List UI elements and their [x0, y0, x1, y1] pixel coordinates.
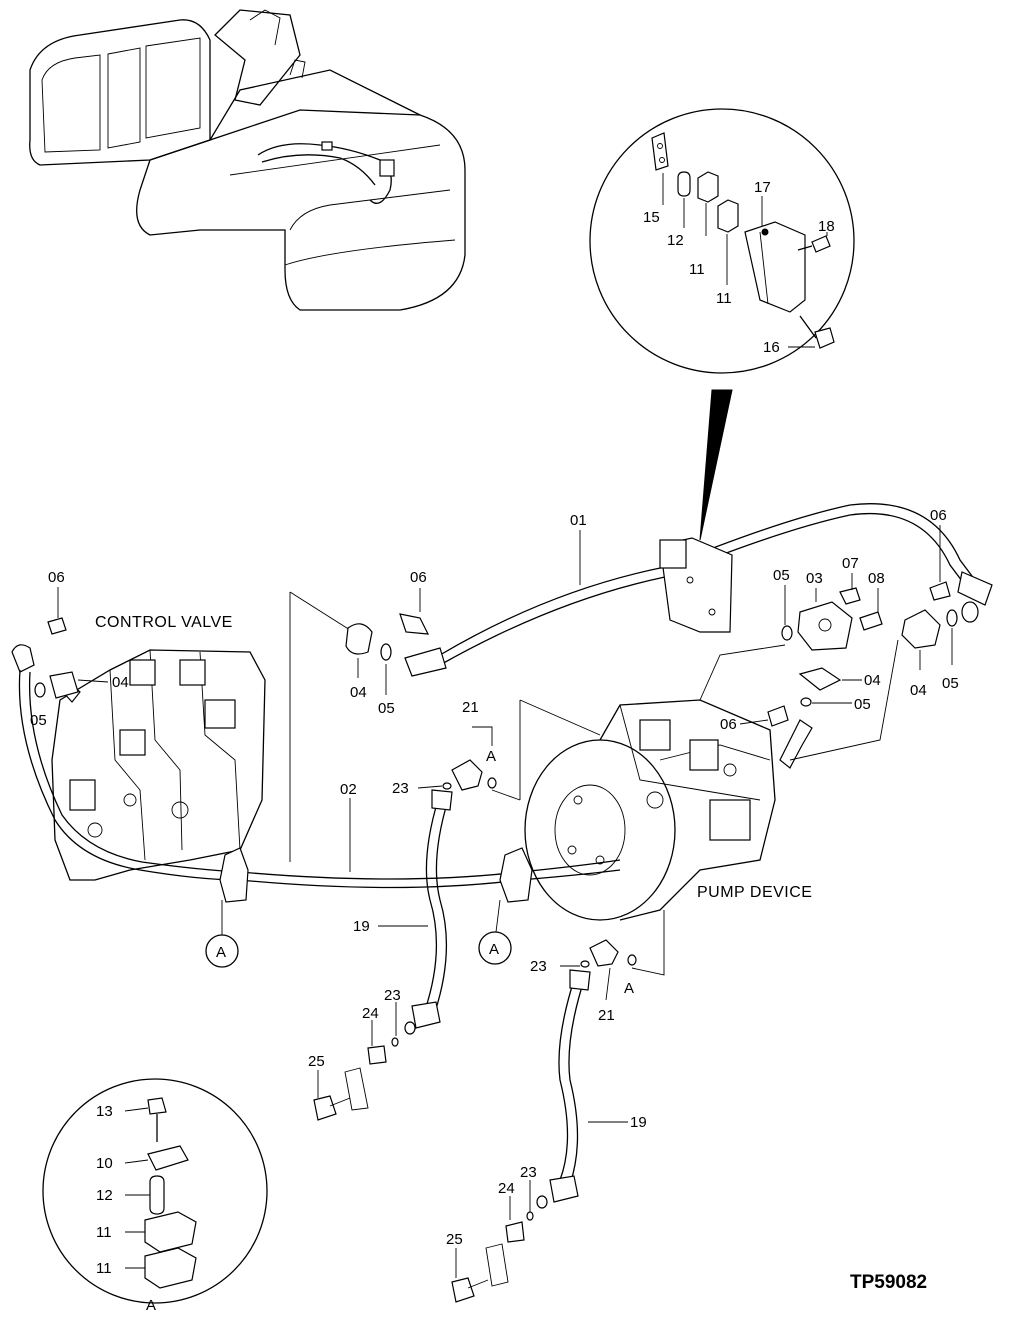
- control-valve-caption: CONTROL VALVE: [95, 614, 233, 631]
- clamp-detail-circle: 13 10 12 11 11 A: [42, 1078, 268, 1314]
- callout-04-right: 04: [910, 682, 927, 699]
- callout-19-right: 19: [630, 1114, 647, 1131]
- callout-12: 12: [667, 232, 684, 249]
- callout-25-left: 25: [308, 1053, 325, 1070]
- callout-05-pump: 05: [854, 696, 871, 713]
- bracket-detail-circle: 15 12 11 11 17 18 16: [589, 108, 855, 541]
- callout-12-detail: 12: [96, 1187, 113, 1204]
- callout-18: 18: [818, 218, 835, 235]
- callout-17: 17: [754, 179, 771, 196]
- drawing-id: TP59082: [850, 1272, 927, 1293]
- section-a-ref-left: A: [216, 944, 226, 961]
- hose-19-right: 19 23 24 25: [446, 969, 647, 1303]
- hose-01: 01: [404, 503, 993, 677]
- callout-08: 08: [868, 570, 885, 587]
- spacer-12-part: [677, 171, 691, 197]
- callout-24-left: 24: [362, 1005, 379, 1022]
- callout-23-left: 23: [384, 987, 401, 1004]
- callout-03: 03: [806, 570, 823, 587]
- bracket-17-part: [744, 221, 806, 313]
- callout-05-mid: 05: [378, 700, 395, 717]
- callout-23-lower: 23: [530, 958, 547, 975]
- callout-02: 02: [340, 781, 357, 798]
- clamp-11-upper-part: [697, 171, 719, 203]
- callout-21-lower: 21: [598, 1007, 615, 1024]
- callout-06-valve: 06: [48, 569, 65, 586]
- callout-11-detail-lower: 11: [96, 1260, 112, 1277]
- clamp-11-lower-part: [717, 199, 739, 233]
- callout-01: 01: [570, 512, 587, 529]
- control-valve: 06 04 05 CONTROL VALVE: [11, 569, 266, 881]
- pump-device: PUMP DEVICE: [524, 699, 812, 921]
- callout-13: 13: [96, 1103, 113, 1120]
- detail-a-label: A: [146, 1297, 156, 1314]
- pump-side-fittings: 03 07 08 05 06 04 05 04 05 06: [699, 507, 979, 769]
- section-a-ref-right: A: [489, 941, 499, 958]
- callout-a-upper: A: [486, 748, 496, 765]
- callout-23-upper: 23: [392, 780, 409, 797]
- callout-19-left: 19: [353, 918, 370, 935]
- callout-06-pump: 06: [720, 716, 737, 733]
- upper-elbow-group: 21 A 23: [392, 699, 601, 801]
- plate-15-part: [651, 132, 669, 171]
- callout-06-mid: 06: [410, 569, 427, 586]
- callout-05-valve: 05: [30, 712, 47, 729]
- lower-elbow-group: 23 21 A: [530, 910, 665, 1024]
- callout-04-valve: 04: [112, 674, 129, 691]
- callout-25-right: 25: [446, 1231, 463, 1248]
- callout-04-mid: 04: [350, 684, 367, 701]
- callout-07: 07: [842, 555, 859, 572]
- valve-side-fittings: 06 04 05: [289, 569, 430, 862]
- callout-21-upper: 21: [462, 699, 479, 716]
- callout-05-right: 05: [942, 675, 959, 692]
- callout-10: 10: [96, 1155, 113, 1172]
- callout-15: 15: [643, 209, 660, 226]
- callout-06-right: 06: [930, 507, 947, 524]
- hose-19-left: 19 23 24 25: [308, 789, 453, 1121]
- callout-24-right: 24: [498, 1180, 515, 1197]
- callout-16: 16: [763, 339, 780, 356]
- line-02: 02 A A: [18, 669, 621, 968]
- callout-11-upper: 11: [689, 261, 705, 278]
- callout-a-lower: A: [624, 980, 634, 997]
- callout-05-top: 05: [773, 567, 790, 584]
- callout-23-right: 23: [520, 1164, 537, 1181]
- excavator-overview: [29, 9, 466, 311]
- callout-04-pump: 04: [864, 672, 881, 689]
- callout-11-detail-upper: 11: [96, 1224, 112, 1241]
- pump-device-caption: PUMP DEVICE: [697, 884, 812, 901]
- callout-11-lower: 11: [716, 290, 732, 307]
